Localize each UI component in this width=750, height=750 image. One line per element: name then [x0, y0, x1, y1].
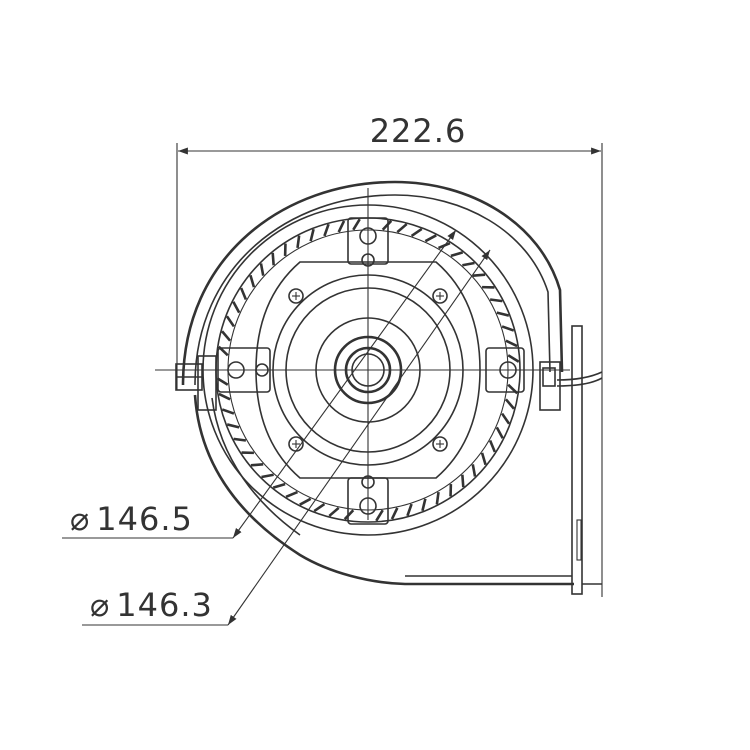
impeller-blade — [218, 392, 231, 401]
impeller-blade — [488, 440, 497, 453]
impeller-blade — [496, 311, 510, 317]
impeller-blade — [424, 234, 437, 243]
impeller-blade — [495, 426, 504, 439]
overall-width-label: 222.6 — [370, 112, 467, 150]
impeller-blade — [461, 474, 465, 488]
impeller-blade — [505, 339, 518, 348]
impeller-blade — [328, 506, 340, 517]
impeller-blade — [226, 423, 240, 429]
blower-housing — [175, 180, 603, 595]
impeller-blade — [396, 223, 408, 234]
diameter-dimension-2: ⌀146.3 — [82, 249, 491, 626]
diameter-leader-2 — [227, 249, 491, 626]
volute-outer — [181, 180, 564, 386]
impeller-blade — [410, 227, 423, 237]
impeller-blade — [381, 219, 393, 231]
impeller-blade — [216, 377, 229, 386]
impeller-blade — [271, 252, 275, 266]
impeller-blade — [261, 473, 274, 479]
impeller-blade — [337, 220, 346, 233]
impeller-blade — [272, 482, 286, 489]
impeller-blade — [221, 330, 232, 342]
overall-width-dimension: 222.6 — [176, 112, 603, 597]
impeller-blade — [225, 315, 235, 328]
outlet-flange — [571, 325, 583, 595]
right-clip-inner — [542, 367, 556, 387]
impeller-blade — [309, 228, 315, 242]
impeller-blade — [480, 452, 487, 466]
impeller-blade — [375, 509, 384, 522]
diameter-symbol-2: ⌀ — [90, 586, 110, 624]
impeller-blade — [249, 274, 256, 288]
diameter-label-1: ⌀146.5 — [70, 500, 193, 538]
volute-inner — [194, 194, 551, 386]
impeller-blade — [421, 498, 427, 512]
impeller-blade — [239, 287, 248, 300]
impeller-blade — [390, 507, 399, 520]
diameter-symbol-1: ⌀ — [70, 500, 90, 538]
impeller-blade — [259, 263, 265, 276]
impeller-blade — [285, 490, 298, 499]
wire-lead — [556, 371, 603, 381]
impeller-blade — [323, 223, 330, 237]
impeller-blade — [435, 491, 440, 505]
diameter-value-2: 146.3 — [116, 586, 213, 624]
impeller-blade — [501, 412, 511, 425]
impeller-blade — [406, 503, 413, 517]
impeller-blade — [221, 408, 235, 415]
impeller-blade — [232, 301, 241, 314]
impeller-blade — [504, 398, 515, 410]
impeller-blade — [296, 235, 301, 249]
wire-lead-2 — [556, 377, 603, 387]
impeller-blade — [472, 273, 486, 277]
diameter-label-2: ⌀146.3 — [90, 586, 213, 624]
flange-slot — [576, 519, 582, 561]
impeller-blade — [352, 218, 361, 231]
impeller-blade — [507, 354, 520, 363]
diameter-value-1: 146.5 — [96, 500, 193, 538]
impeller-blade — [501, 325, 515, 332]
diameter-leader-1 — [232, 229, 457, 539]
impeller-blade — [343, 509, 355, 521]
impeller-blade — [471, 464, 477, 477]
impeller-blade — [462, 261, 475, 267]
impeller-blade — [313, 503, 326, 513]
impeller-blade — [450, 251, 464, 258]
impeller-blade — [489, 298, 503, 303]
right-clip — [539, 361, 561, 411]
impeller-blade — [250, 463, 264, 467]
impeller-blade — [233, 437, 247, 442]
motor-assembly — [155, 188, 570, 536]
impeller-blade — [299, 497, 312, 506]
